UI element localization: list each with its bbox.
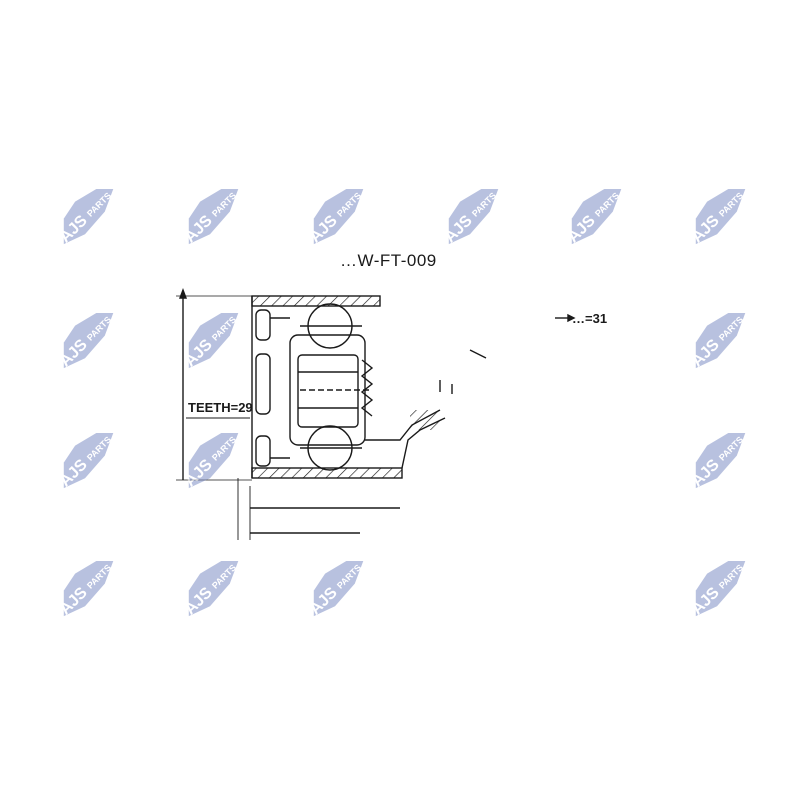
spline-lobe-bottom bbox=[255, 435, 271, 467]
car-silhouette-icon bbox=[695, 432, 746, 489]
car-silhouette-icon bbox=[695, 188, 746, 245]
car-silhouette-icon bbox=[188, 312, 239, 369]
retainer-spring bbox=[360, 359, 374, 417]
car-silhouette-icon bbox=[448, 188, 499, 245]
right-spline-teeth-label: …=31 bbox=[572, 311, 608, 326]
car-silhouette-icon bbox=[63, 432, 114, 489]
spline-lobe-mid bbox=[255, 353, 271, 415]
car-silhouette-icon bbox=[695, 312, 746, 369]
part-code-label: …W-FT-009 bbox=[340, 251, 437, 270]
car-silhouette-icon bbox=[188, 560, 239, 617]
car-silhouette-icon bbox=[63, 312, 114, 369]
tripod-hub bbox=[297, 354, 359, 428]
tick-4-arrow bbox=[567, 313, 576, 323]
car-silhouette-icon bbox=[188, 188, 239, 245]
spline-lobe-top bbox=[255, 309, 271, 341]
car-silhouette-icon bbox=[695, 560, 746, 617]
tick-3 bbox=[469, 349, 487, 359]
car-silhouette-icon bbox=[188, 432, 239, 489]
car-silhouette-icon bbox=[63, 560, 114, 617]
car-silhouette-icon bbox=[313, 188, 364, 245]
housing-top-hatch bbox=[251, 295, 381, 307]
shaft-hatch bbox=[410, 410, 440, 430]
car-silhouette-icon bbox=[571, 188, 622, 245]
car-silhouette-icon bbox=[313, 560, 364, 617]
left-spline-teeth-label: TEETH=29 bbox=[188, 400, 253, 415]
car-silhouette-icon bbox=[63, 188, 114, 245]
